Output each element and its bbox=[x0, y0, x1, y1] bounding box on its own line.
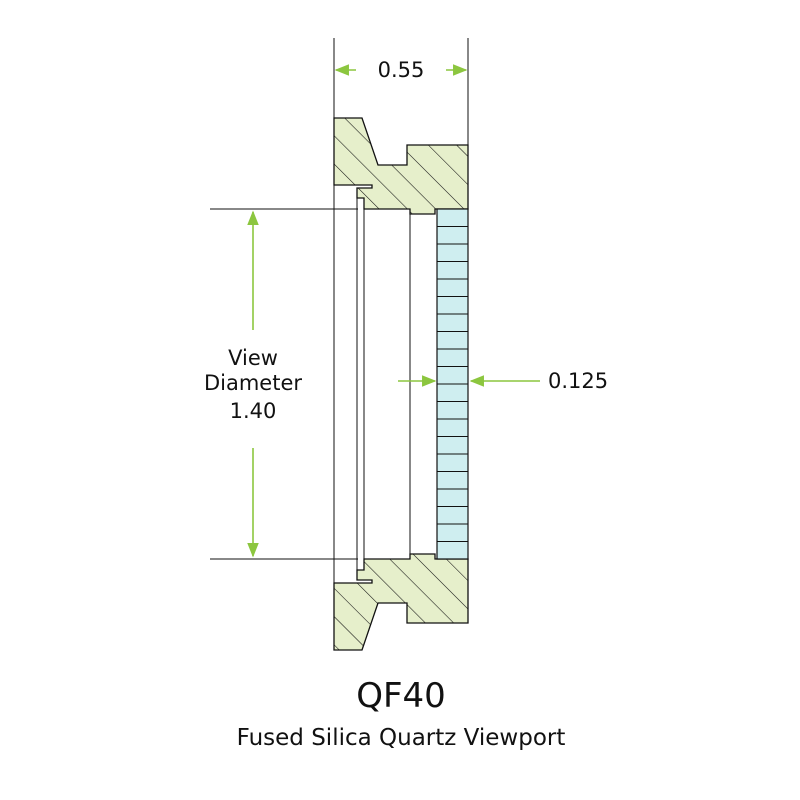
quartz-window bbox=[436, 208, 469, 560]
diagram-subtitle: Fused Silica Quartz Viewport bbox=[237, 725, 566, 751]
inner-bore-outline bbox=[333, 185, 411, 583]
dim-view-label-line1: View bbox=[228, 346, 278, 370]
flange-bottom bbox=[333, 553, 469, 651]
dim-window-thickness-label: 0.125 bbox=[548, 369, 608, 393]
flange-top bbox=[333, 117, 469, 215]
dim-view-value: 1.40 bbox=[230, 399, 277, 423]
dim-view-label-line2: Diameter bbox=[204, 371, 302, 395]
diagram-title: QF40 bbox=[356, 676, 446, 716]
dim-thickness-label: 0.55 bbox=[378, 58, 425, 82]
